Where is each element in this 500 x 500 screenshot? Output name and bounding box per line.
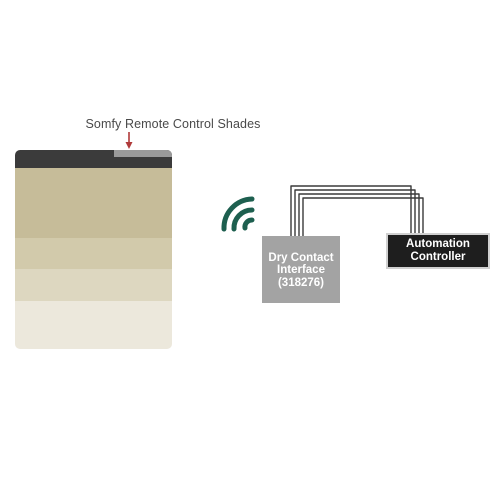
connection-wires [290, 185, 424, 236]
shade-label: Somfy Remote Control Shades [85, 117, 261, 131]
controller-line-2: Controller [410, 251, 466, 263]
dry-contact-interface-box: Dry Contact Interface (318276) [262, 236, 340, 303]
automation-controller-box: Automation Controller [386, 233, 490, 269]
roller-shade [15, 150, 172, 349]
dry-contact-line-1: Dry Contact [268, 251, 334, 264]
shade-fabric [15, 168, 172, 238]
headrail-cap [114, 150, 172, 157]
shade-headrail [15, 150, 172, 168]
shade-fabric-band [15, 238, 172, 269]
wireless-signal-icon [221, 196, 255, 232]
dry-contact-line-2: Interface [277, 264, 325, 277]
controller-line-1: Automation [406, 238, 470, 250]
dry-contact-part-number: (318276) [277, 276, 325, 289]
shade-fabric-band [15, 269, 172, 301]
shade-fabric-bottom [15, 301, 172, 349]
